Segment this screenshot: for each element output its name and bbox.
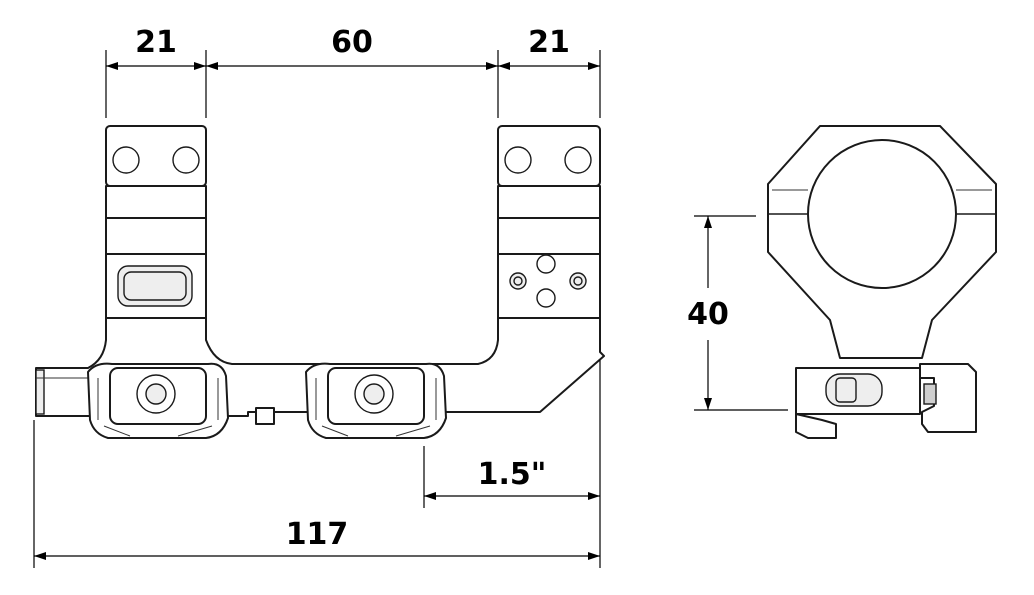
rear-clamp (305, 362, 447, 439)
rail-end (35, 369, 45, 415)
right-ring (497, 125, 601, 319)
recoil-lug (255, 407, 275, 425)
side-view (35, 125, 605, 439)
dim-right-ring-width: 21 (528, 25, 570, 60)
dim-ring-spacing: 60 (331, 25, 373, 60)
dim-overall-length: 117 (286, 517, 349, 552)
dimensions: 21 60 21 117 1.5" 40 (33, 25, 788, 568)
ring-bore (807, 139, 957, 289)
end-view (767, 125, 997, 439)
left-ring (105, 125, 207, 319)
dim-ring-height: 40 (687, 297, 729, 332)
dim-offset: 1.5" (478, 457, 547, 492)
dim-left-ring-width: 21 (135, 25, 177, 60)
front-clamp (87, 362, 229, 439)
clamp-lever (919, 363, 977, 433)
